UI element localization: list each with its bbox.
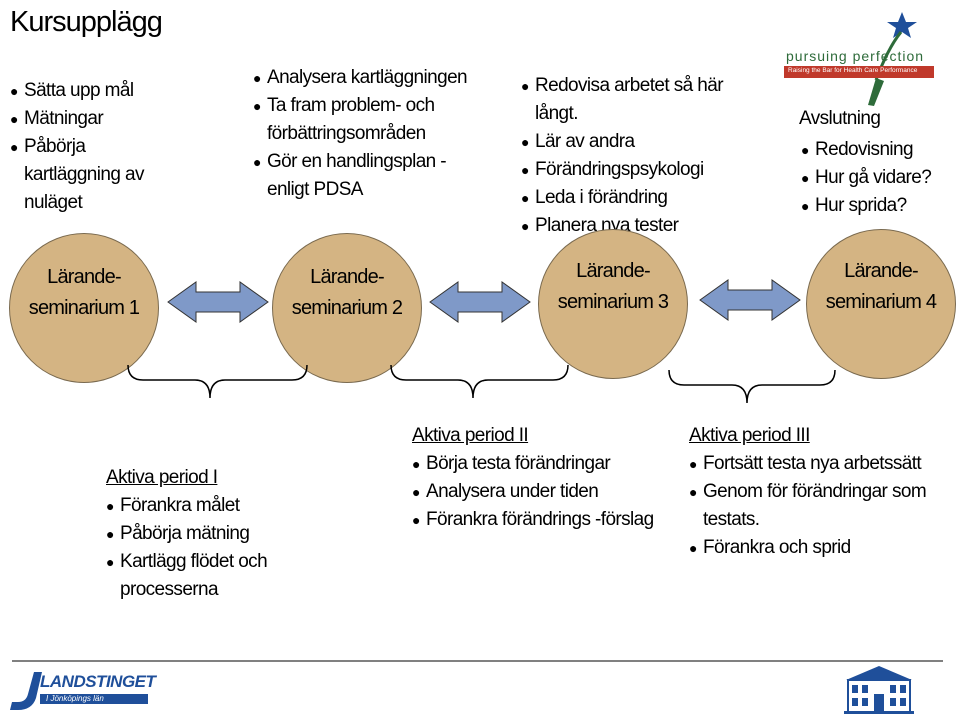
list-item: ●Påbörja kartläggning av nuläget [10,136,144,213]
landstinget-logo: LANDSTINGET I Jönköpings län [6,668,156,714]
seminar-circle-2 [272,233,422,383]
list-item: ●Hur sprida? [801,195,907,216]
seminar-1-list: ●Sätta upp mål ●Mätningar ●Påbörja kartl… [10,77,180,217]
list-item: ●Analysera under tiden [412,481,599,502]
list-item: ●Leda i förändring [521,187,668,208]
seminar-label-2: Lärande-seminarium 2 [291,266,403,319]
list-item: ●Förankra målet [106,495,240,516]
list-item: ●Hur gå vidare? [801,167,932,188]
list-item: ●Förändringspsykologi [521,159,704,180]
list-item: ●Planera nya tester [521,215,679,236]
list-item: ●Analysera kartläggningen [253,67,468,88]
period-title: Aktiva period III [689,425,810,446]
logo-sub: I Jönköpings län [46,694,104,703]
logo-name: LANDSTINGET [40,672,156,691]
double-arrow-2 [429,281,531,323]
page-title: Kursupplägg [10,6,163,38]
seminar-4-heading: Avslutning [799,108,881,129]
period-1-block: Aktiva period I ●Förankra målet ●Påbörja… [106,464,346,604]
logo-bar [784,66,934,78]
list-item: ●Genom för förändringar som testats. [689,481,927,530]
pursuing-perfection-logo: pursuing perfection Raising the Bar for … [780,8,945,108]
double-arrow-3 [699,279,801,321]
seminar-4-list: ●Redovisning ●Hur gå vidare? ●Hur sprida… [801,136,956,220]
seminar-label-3: Lärande-seminarium 3 [557,260,669,313]
list-item: ●Förankra och sprid [689,537,851,558]
j-emblem-icon [10,672,42,710]
building-icon [842,664,916,716]
list-item: ●Fortsätt testa nya arbetssätt [689,453,922,474]
brace-1 [127,364,308,399]
list-item: ●Lär av andra [521,131,635,152]
list-item: ●Ta fram problem- och förbättringsområde… [253,95,435,144]
list-item: ●Mätningar [10,108,104,129]
double-arrow-1 [167,281,269,323]
logo-name: pursuing perfection [786,48,925,64]
seminar-circle-4 [806,229,956,379]
brace-3 [668,369,836,404]
seminar-circle-3 [538,229,688,379]
seminar-2-list: ●Analysera kartläggningen ●Ta fram probl… [253,64,483,204]
list-item: ●Förankra förändrings -förslag [412,509,654,530]
seminar-3-list: ●Redovisa arbetet så här långt. ●Lär av … [521,72,756,240]
list-item: ●Kartlägg flödet och processerna [106,551,268,600]
logo-sub-bar [40,694,148,704]
list-item: ●Redovisning [801,139,914,160]
seminar-label-4: Lärande-seminarium 4 [825,260,937,313]
list-item: ●Gör en handlingsplan - enligt PDSA [253,151,447,200]
period-2-block: Aktiva period II ●Börja testa förändring… [412,422,662,534]
list-item: ●Redovisa arbetet så här långt. [521,75,724,124]
seminar-label-1: Lärande-seminarium 1 [28,266,140,319]
list-item: ●Börja testa förändringar [412,453,611,474]
period-title: Aktiva period II [412,425,529,446]
period-title: Aktiva period I [106,467,218,488]
list-item: ●Påbörja mätning [106,523,250,544]
brace-2 [390,364,569,399]
list-item: ●Sätta upp mål [10,80,134,101]
period-3-block: Aktiva period III ●Fortsätt testa nya ar… [689,422,949,562]
seminar-circle-1 [9,233,159,383]
logo-tagline: Raising the Bar for Health Care Performa… [788,67,918,74]
